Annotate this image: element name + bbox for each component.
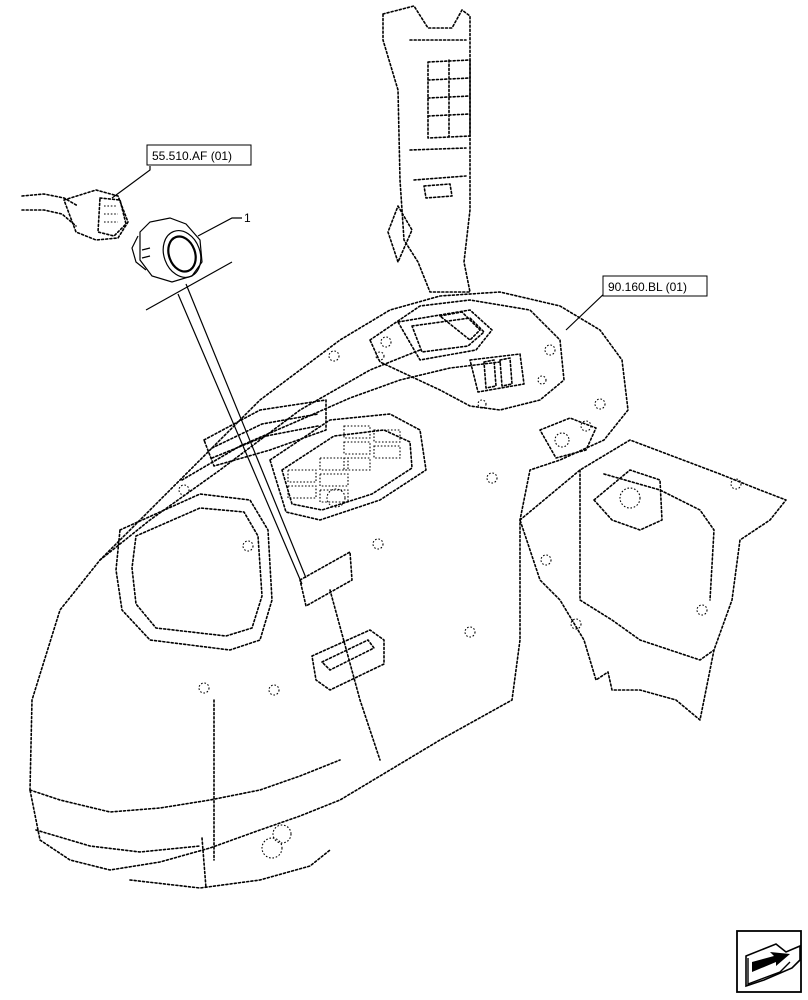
leader-90160 <box>565 288 609 331</box>
ref-callout-55510[interactable]: 55.510.AF (01) <box>146 144 252 166</box>
pointer-line-a <box>177 293 303 585</box>
console-body <box>29 291 629 889</box>
item-number-1: 1 <box>244 211 251 225</box>
leader-55510 <box>111 166 151 199</box>
cab-pillar <box>382 5 471 293</box>
ref-label-55510: 55.510.AF (01) <box>152 149 232 163</box>
pointer-line-b <box>185 283 307 579</box>
previous-page-arrow-icon[interactable] <box>736 930 802 993</box>
section-cut-line <box>145 261 233 311</box>
fuse-box <box>203 399 427 521</box>
side-panel <box>519 398 787 721</box>
ref-label-90160: 90.160.BL (01) <box>608 280 687 294</box>
wire-harness <box>21 189 129 241</box>
leader-item-1 <box>197 217 242 237</box>
ref-callout-90160[interactable]: 90.160.BL (01) <box>602 275 708 297</box>
switch-part-1 <box>131 217 203 283</box>
control-panel <box>369 299 565 411</box>
